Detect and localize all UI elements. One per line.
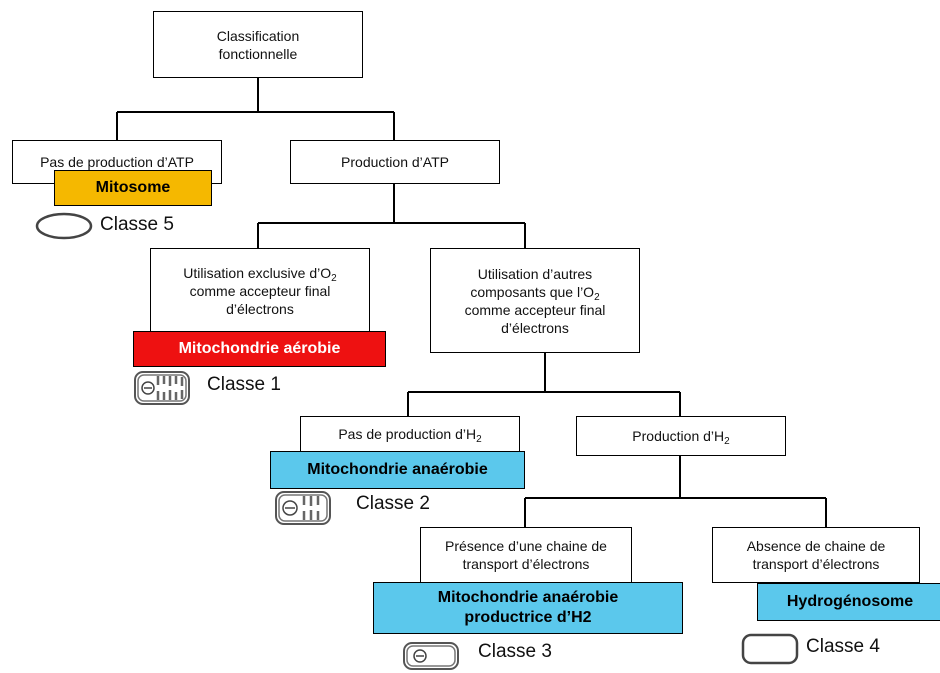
anaerobic-mitochondria-label: Mitochondrie anaérobie — [270, 451, 525, 489]
h2-subscript: 2 — [724, 436, 730, 447]
class-3-caption: Classe 3 — [478, 641, 552, 662]
no-h2-line: Pas de production d’H2 — [338, 425, 482, 445]
o2-only-line-3: d’électrons — [226, 300, 294, 317]
atp-text: Production d’ATP — [341, 154, 449, 170]
root-node: Classification fonctionnelle — [153, 11, 363, 78]
no-chain-line-2: transport d’électrons — [752, 556, 880, 572]
root-line-2: fonctionnelle — [218, 45, 298, 62]
other-line-4: d’électrons — [501, 319, 569, 336]
hydrogenosome-text: Hydrogénosome — [786, 593, 914, 610]
chain-line-1: Présence d’une chaine de — [445, 538, 607, 554]
aerobic-mitochondria-icon — [134, 371, 190, 405]
o2-only-line-1: Utilisation exclusive d’O2 — [183, 264, 337, 284]
anaerobic-mitochondria-icon — [275, 491, 331, 525]
other-text-2: composants que l’O — [470, 283, 595, 300]
other-acceptor-node: Utilisation d’autres composants que l’O2… — [430, 248, 640, 353]
class-1-caption: Classe 1 — [207, 374, 281, 395]
hydrogenosome-icon — [741, 633, 799, 665]
other-line-3: comme accepteur final — [464, 301, 606, 318]
h2-text: Production d’H — [632, 428, 725, 444]
aerobic-mitochondria-label: Mitochondrie aérobie — [133, 331, 386, 367]
no-chain-line-1: Absence de chaine de — [746, 538, 886, 554]
mitosome-icon — [35, 212, 93, 240]
class-2-caption: Classe 2 — [356, 493, 430, 514]
hydrogenosome-label: Hydrogénosome — [757, 583, 940, 621]
anaerobic-h2-line-1: Mitochondrie anaérobie — [437, 589, 619, 606]
o2-only-text-1: Utilisation exclusive d’O — [183, 264, 332, 281]
h2-node: Production d’H2 — [576, 416, 786, 456]
no-chain-node: Absence de chaine de transport d’électro… — [712, 527, 920, 583]
chain-line-2: transport d’électrons — [462, 556, 590, 572]
atp-node: Production d’ATP — [290, 140, 500, 184]
no-h2-subscript: 2 — [476, 434, 482, 445]
other-subscript: 2 — [594, 291, 600, 303]
o2-only-node: Utilisation exclusive d’O2 comme accepte… — [150, 248, 370, 333]
anaerobic-h2-mitochondria-icon — [403, 642, 459, 670]
anaerobic-h2-line-2: productrice d’H2 — [464, 609, 592, 626]
o2-only-subscript: 2 — [331, 272, 337, 284]
other-line-2: composants que l’O2 — [465, 283, 606, 303]
mitosome-label: Mitosome — [54, 170, 212, 206]
root-line-1: Classification — [216, 27, 300, 44]
o2-only-line-2: comme accepteur final — [189, 282, 331, 299]
aerobic-mitochondria-text: Mitochondrie aérobie — [178, 340, 341, 357]
class-5-caption: Classe 5 — [100, 214, 174, 235]
no-h2-text: Pas de production d’H — [338, 426, 477, 442]
h2-line: Production d’H2 — [632, 427, 730, 447]
chain-node: Présence d’une chaine de transport d’éle… — [420, 527, 632, 583]
no-h2-node: Pas de production d’H2 — [300, 416, 520, 452]
anaerobic-mitochondria-text: Mitochondrie anaérobie — [307, 461, 488, 478]
mitosome-text: Mitosome — [95, 179, 171, 196]
no-atp-text: Pas de production d’ATP — [40, 154, 194, 170]
anaerobic-h2-mitochondria-label: Mitochondrie anaérobie productrice d’H2 — [373, 582, 683, 634]
class-4-caption: Classe 4 — [806, 636, 880, 657]
other-line-1: Utilisation d’autres — [477, 265, 593, 282]
